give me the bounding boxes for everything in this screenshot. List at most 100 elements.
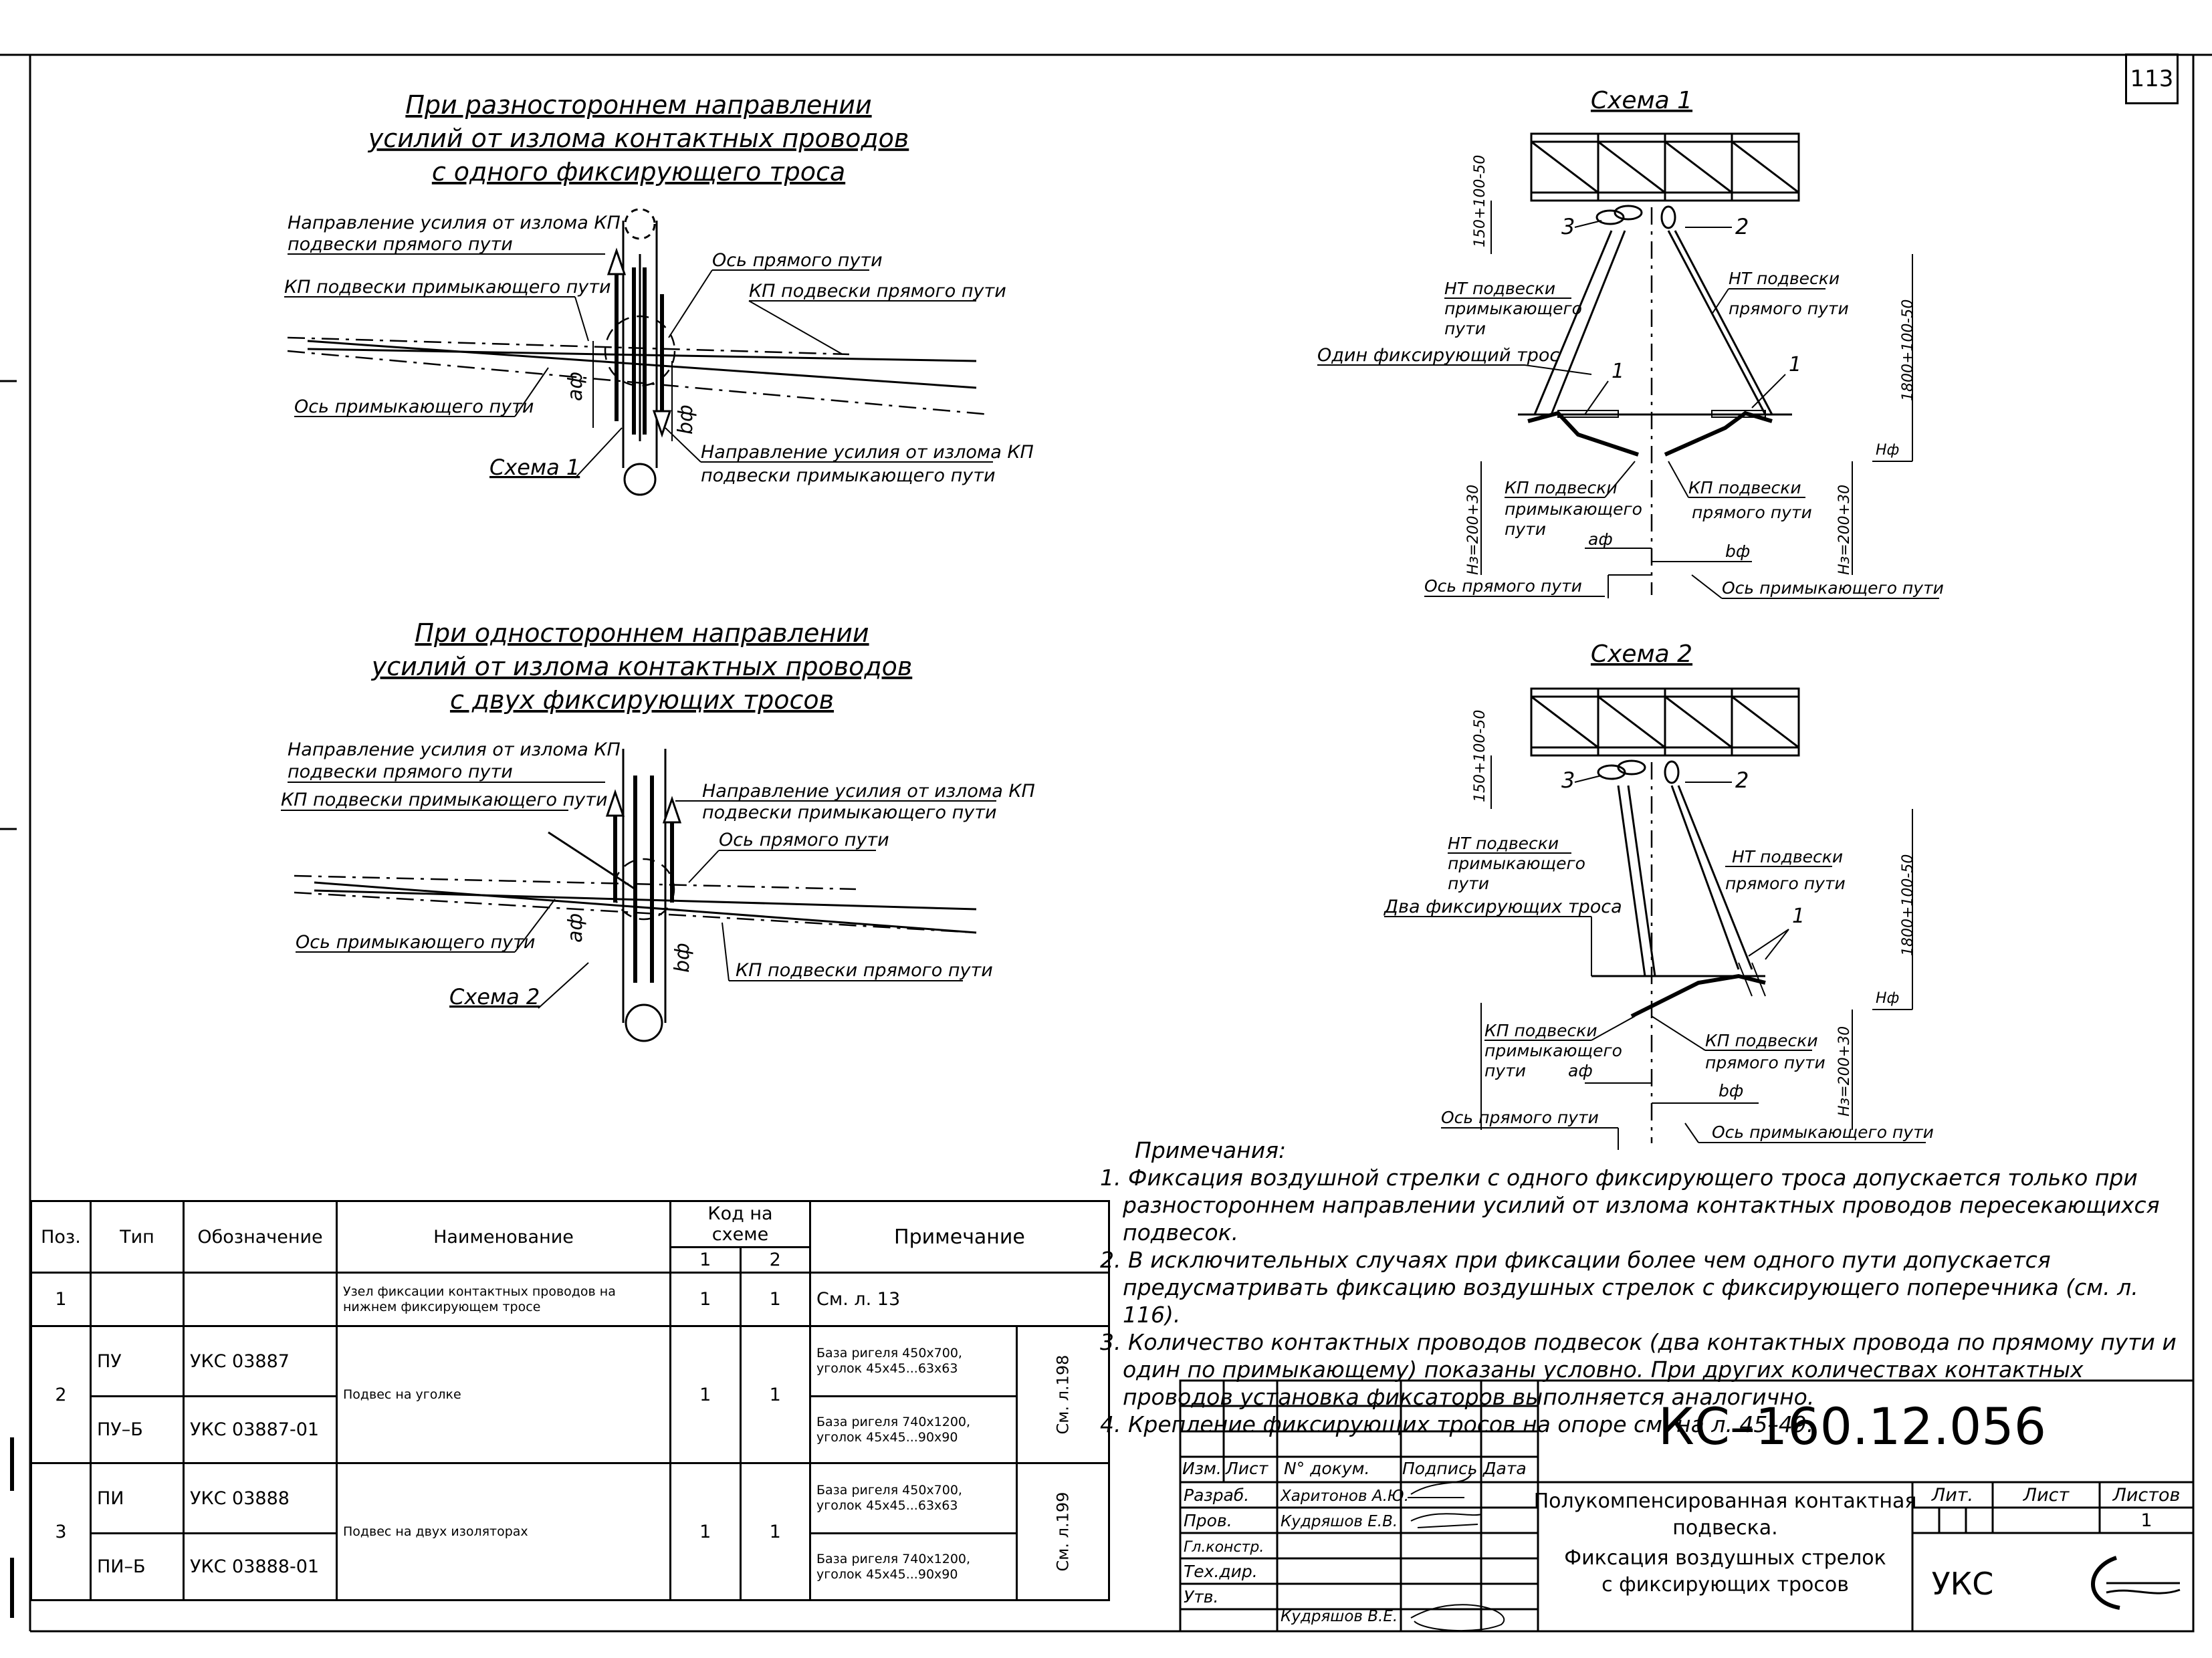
org-name: УКС [1932,1566,1994,1602]
name-approver: Кудряшов В.Е. [1281,1608,1398,1625]
th-designation: Обозначение [183,1200,338,1274]
col-list: Лист [1225,1459,1269,1478]
s2-nt-adj-2: примыкающего [1448,854,1585,873]
sheet-number: 113 [2125,53,2179,104]
s2-hf: Hф [1876,990,1899,1007]
row1-designation [183,1272,338,1327]
role-tech: Тех.дир. [1184,1562,1258,1581]
s1-axis-main: Ось прямого пути [1424,576,1582,596]
notes-heading: Примечания: [1135,1137,1287,1163]
elevation-scheme-2: Схема 2 150+100-50 3 2 НТ подвеск [1384,640,1934,1150]
s1-axis-adjacent: Ось примыкающего пути [1722,578,1944,598]
row2-c1: 1 [669,1325,742,1464]
row2-designation-b: УКС 03887-01 [183,1395,338,1464]
title-block-frame [1179,1379,2195,1633]
tl-scheme-label: Схема 1 [489,455,580,480]
s2-dim-b: bф [1719,1081,1743,1100]
bl-kp-main: КП подвески прямого пути [736,960,993,981]
row2-c2: 1 [739,1325,811,1464]
bl-axis-main: Ось прямого пути [719,830,889,850]
s1-hf: Hф [1876,442,1899,459]
specification-table: Поз. Тип Обозначение Наименование Код на… [30,1200,1110,1601]
s1-kp-main-2: прямого пути [1692,503,1812,522]
bl-force-adj-2: подвески примыкающего пути [702,802,997,823]
table-row: 1 Узел фиксации контактных проводов на н… [30,1272,1110,1327]
s2-nt-adj-3: пути [1448,874,1489,893]
row3-type-b: ПИ–Б [90,1532,185,1601]
bottom-left-title-3: с двух фиксирующих тросов [450,685,834,715]
s2-title: Схема 2 [1591,640,1692,668]
signature-checker [1410,1513,1482,1528]
th-code: Код на схеме [669,1200,811,1248]
tl-dim-b: bф [674,404,697,435]
s1-nt-adj-1: НТ подвески [1444,279,1555,298]
tl-axis-adjacent: Ось примыкающего пути [294,396,534,417]
s1-callout-3: 3 [1561,214,1575,239]
th-pos: Поз. [30,1200,92,1274]
th-name: Наименование [336,1200,671,1274]
note-2: 2. В исключительных случаях при фиксации… [1100,1247,2138,1328]
table-row: 3 ПИ УКС 03888 Подвес на двух изоляторах… [30,1462,1110,1601]
col-doc: N° докум. [1284,1459,1369,1478]
note-1: 1. Фиксация воздушной стрелки с одного ф… [1100,1165,2160,1246]
row2-type-a: ПУ [90,1325,185,1397]
row2-designation-a: УКС 03887 [183,1325,338,1397]
row3-designation-a: УКС 03888 [183,1462,338,1534]
col-sign: Подпись [1402,1459,1477,1478]
sheets-label: Листов [2112,1485,2181,1506]
role-approver: Утв. [1184,1587,1218,1607]
s1-title: Схема 1 [1591,87,1692,114]
s2-dim-top: 150+100-50 [1472,710,1488,802]
row2-pos: 2 [30,1325,92,1464]
row3-c2: 1 [739,1462,811,1601]
s2-kp-main-2: прямого пути [1705,1053,1826,1072]
role-developer: Разраб. [1184,1486,1249,1505]
row2-remark-a: База ригеля 450х700, уголок 45х45...63х6… [809,1325,1018,1397]
row3-pos: 3 [30,1462,92,1601]
s2-kp-adj-1: КП подвески [1484,1021,1597,1040]
s1-callout-2: 2 [1735,214,1749,239]
elevation-scheme-1: Схема 1 [1317,87,1944,599]
bottom-left-title-2: усилий от излома контактных проводов [371,652,913,681]
s2-two-cables: Два фиксирующих троса [1384,897,1622,917]
table-row: ПИ–Б УКС 03888-01 База ригеля 740х1200, … [31,1532,1109,1601]
top-left-title-3: с одного фиксирующего троса [432,157,845,187]
tl-axis-main: Ось прямого пути [712,250,883,271]
s2-kp-adj-3: пути [1484,1061,1526,1080]
s1-dim-hs-left: Hз=200+30 [1465,485,1482,575]
s1-one-cable: Один фиксирующий трос [1317,345,1559,366]
s1-nt-adj-2: примыкающего [1444,299,1582,318]
s2-callout-1: 1 [1792,905,1805,928]
company-logo-icon [2091,1556,2181,1610]
lit-label: Лит. [1931,1485,1973,1506]
row1-c2: 1 [739,1272,811,1327]
bl-force-main-1: Направление усилия от излома КП [288,739,621,760]
bottom-left-title-1: При одностороннем направлении [415,618,869,648]
bl-force-main-2: подвески прямого пути [288,761,513,782]
sheet-frame [0,53,2212,1633]
row1-remark: См. л. 13 [809,1272,1110,1327]
row3-name: Подвес на двух изоляторах [336,1462,671,1601]
s2-nt-main-2: прямого пути [1725,874,1846,893]
tl-kp-main: КП подвески прямого пути [749,281,1006,302]
signature-developer [1408,1473,1472,1498]
doc-code: КС–160.12.056 [1658,1397,2046,1456]
s1-kp-main-1: КП подвески [1688,478,1801,497]
s2-callout-3: 3 [1561,767,1575,793]
s2-nt-main-1: НТ подвески [1732,847,1843,866]
top-left-title-1: При разностороннем направлении [405,90,871,120]
bl-dim-b: bф [671,943,694,973]
s1-kp-adj-3: пути [1505,519,1546,539]
th-type: Тип [90,1200,185,1274]
s1-kp-adj-1: КП подвески [1505,478,1618,497]
s1-nt-main-1: НТ подвески [1729,269,1840,288]
col-izm: Изм. [1182,1459,1222,1478]
tl-force-main-2: подвески прямого пути [288,234,513,255]
s1-dim-a: aф [1588,529,1613,549]
s1-dim-hs-right: Hз=200+30 [1836,485,1853,575]
tl-force-adj-1: Направление усилия от излома КП [701,442,1034,463]
s1-dim-height: 1800+100-50 [1900,300,1916,401]
s1-callout-1a: 1 [1612,360,1624,383]
s2-axis-adjacent: Ось примыкающего пути [1712,1122,1934,1142]
